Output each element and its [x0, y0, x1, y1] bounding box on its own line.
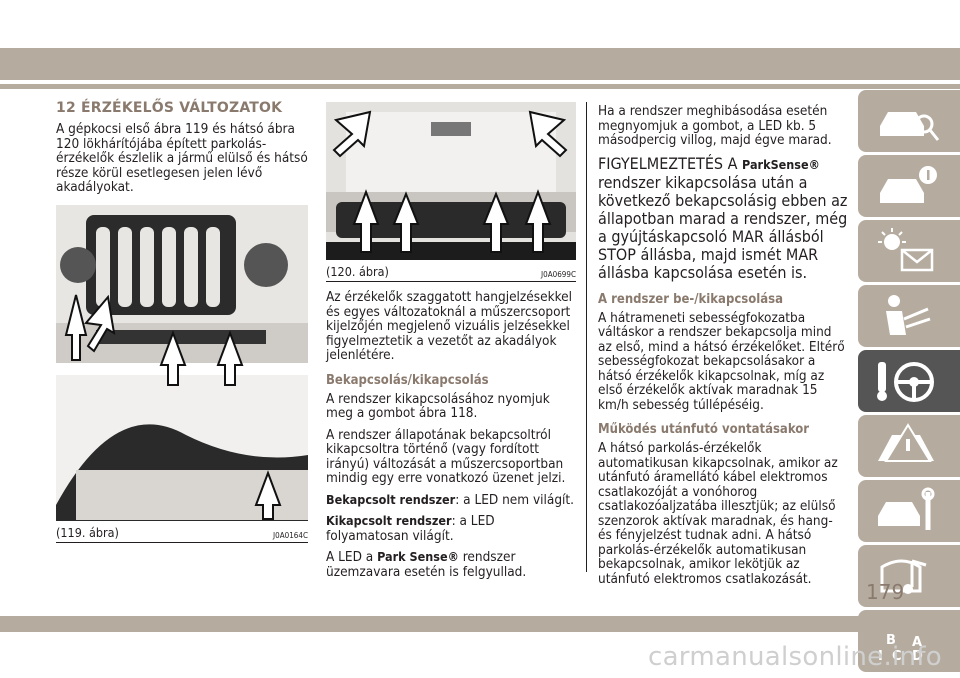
intro-paragraph: A gépkocsi első ábra 119 és hátsó ábra 1… — [56, 121, 308, 195]
footer-band — [0, 616, 960, 632]
car-info-icon — [880, 166, 937, 203]
subheading: A rendszer be-/kikapcsolása — [598, 291, 784, 307]
figure-label: (120. ábra) — [326, 264, 389, 279]
text-run: rendszer üzemzavara esetén is felgyullad… — [326, 549, 527, 580]
header-rule — [0, 84, 960, 89]
figure-code: J0A0699C — [541, 270, 576, 279]
tab-car-search[interactable] — [858, 90, 960, 152]
front-bumper-image — [56, 204, 308, 521]
road-warning-icon — [878, 423, 934, 462]
paragraph: A rendszer állapotának bekapcsoltról kik… — [326, 426, 566, 486]
paragraph: A hátrameneti sebességfokozatba váltásko… — [598, 309, 845, 413]
figure-label: (119. ábra) — [56, 524, 119, 540]
paragraph: A hátsó parkolás-érzékelők automatikusan… — [598, 440, 838, 587]
svg-text:A: A — [912, 635, 922, 650]
figure-caption-119: (119. ábra) J0A0164C — [56, 525, 308, 543]
seat-airbag-icon — [886, 295, 931, 335]
subheading: Működés utánfutó vontatásakor — [598, 422, 810, 437]
tab-car-wrench[interactable] — [858, 480, 960, 542]
bold-term: Kikapcsolt rendszer — [326, 513, 452, 528]
paragraph: Bekapcsolt rendszer: a LED nem világít. — [326, 491, 576, 508]
page-number: 179 — [866, 580, 905, 604]
subheading: Bekapcsolás/kikapcsolás — [326, 372, 489, 388]
tab-key-steering[interactable] — [858, 350, 960, 412]
paragraph: Ha a rendszer meghibásodása esetén megny… — [598, 103, 832, 148]
column-right: Ha a rendszer meghibásodása esetén megny… — [598, 104, 848, 593]
tab-road-warning[interactable] — [858, 415, 960, 477]
header-band — [0, 48, 960, 80]
warning-block: FIGYELMEZTETÉS A ParkSense® rendszer kik… — [598, 153, 848, 282]
tab-car-info[interactable] — [858, 155, 960, 217]
tab-warning-lights[interactable] — [858, 220, 960, 282]
column-divider — [586, 102, 587, 572]
bold-term: ParkSense® — [742, 156, 820, 172]
front-bumper-figure — [56, 204, 308, 521]
svg-text:B: B — [886, 633, 896, 648]
paragraph: A rendszer kikapcsolásához nyomjuk meg a… — [326, 390, 550, 421]
watermark: carmanualsonline.info — [647, 642, 942, 672]
svg-text:I: I — [878, 649, 883, 664]
car-search-icon — [880, 112, 940, 141]
media-icon — [880, 559, 927, 594]
warning-text: rendszer kikapcsolása után a következő b… — [598, 172, 848, 282]
tab-media[interactable] — [858, 545, 960, 607]
bold-term: Park Sense® — [377, 549, 459, 564]
text-run: A LED a — [326, 549, 378, 565]
rear-bumper-image — [326, 102, 576, 260]
text-run: : a LED nem világít. — [455, 491, 575, 508]
column-left: 12 ÉRZÉKELŐS VÁLTOZATOK A gépkocsi első … — [56, 100, 308, 551]
column-middle: (120. ábra) J0A0699C Az érzékelők szagga… — [326, 102, 576, 586]
key-steering-icon — [877, 362, 934, 402]
svg-text:D: D — [912, 649, 923, 664]
warning-label: FIGYELMEZTETÉS A — [598, 153, 743, 173]
paragraph: Az érzékelők szaggatott hangjelzésekkel … — [326, 289, 573, 363]
svg-text:C: C — [892, 649, 902, 664]
tab-seat-airbag[interactable] — [858, 285, 960, 347]
car-wrench-icon — [878, 487, 935, 530]
bold-term: Bekapcsolt rendszer — [326, 491, 456, 507]
text-run: : a LED folyamatosan világít. — [326, 513, 495, 544]
section-title: 12 ÉRZÉKELŐS VÁLTOZATOK — [56, 100, 283, 116]
rear-bumper-figure — [326, 102, 576, 260]
figure-code: J0A0164C — [273, 530, 308, 540]
paragraph: A LED a Park Sense® rendszer üzemzavara … — [326, 549, 576, 580]
figure-caption-120: (120. ábra) J0A0699C — [326, 264, 576, 282]
paragraph: Kikapcsolt rendszer: a LED folyamatosan … — [326, 513, 576, 544]
warning-lights-icon — [878, 228, 934, 272]
